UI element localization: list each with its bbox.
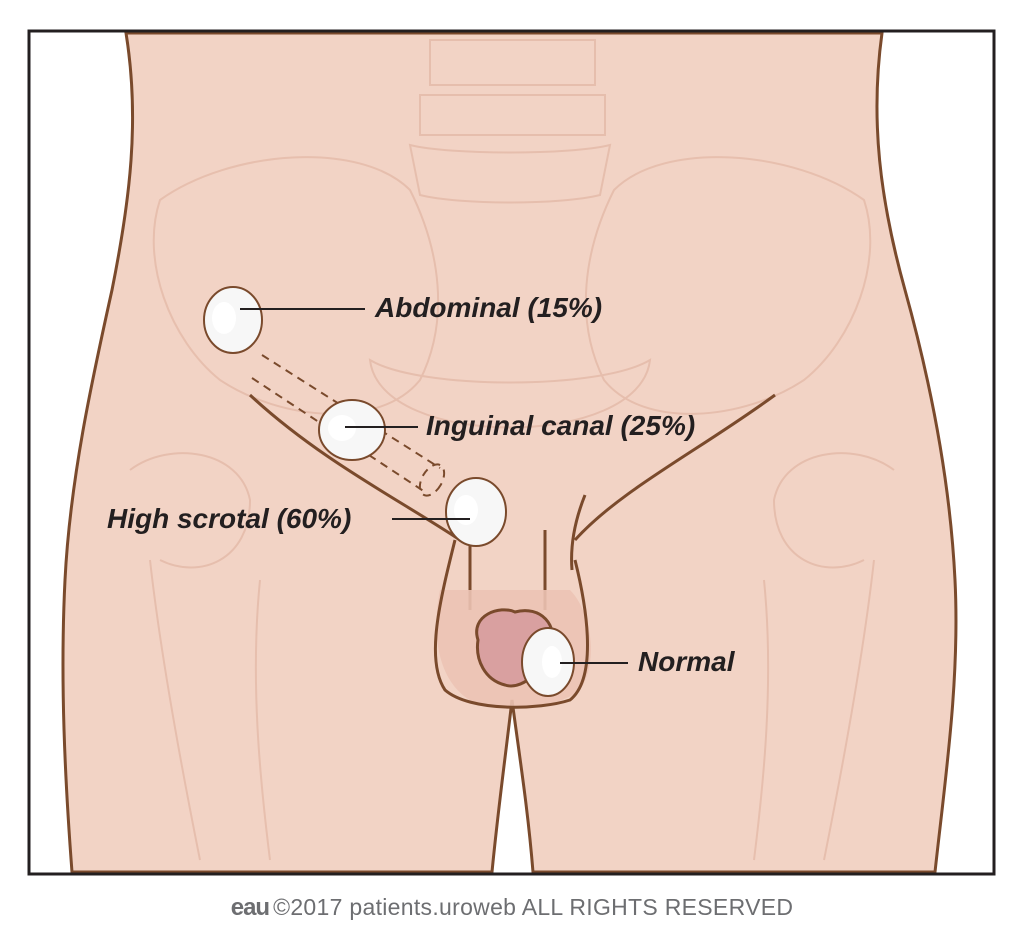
label-inguinal-canal: Inguinal canal (25%)	[426, 410, 696, 441]
eau-logo: eau	[230, 894, 270, 921]
testis-abdominal	[203, 286, 263, 354]
right-shaft-line	[570, 494, 587, 571]
copyright-text: ©2017 patients.uroweb ALL RIGHTS RESERVE…	[273, 894, 794, 920]
testis-high-scrotal	[445, 477, 507, 547]
testis-normal	[521, 627, 575, 697]
label-abdominal: Abdominal (15%)	[375, 292, 603, 323]
testis-inguinal	[318, 399, 386, 461]
label-normal: Normal	[638, 646, 735, 677]
skeleton-outline	[129, 39, 895, 861]
copyright-footer: eau©2017 patients.uroweb ALL RIGHTS RESE…	[0, 894, 1024, 922]
left-inguinal-fold	[248, 393, 461, 542]
label-high-scrotal: High scrotal (60%)	[107, 503, 352, 534]
right-inguinal-fold	[573, 393, 776, 542]
scrotum	[433, 539, 589, 709]
frame-border	[27, 29, 996, 876]
